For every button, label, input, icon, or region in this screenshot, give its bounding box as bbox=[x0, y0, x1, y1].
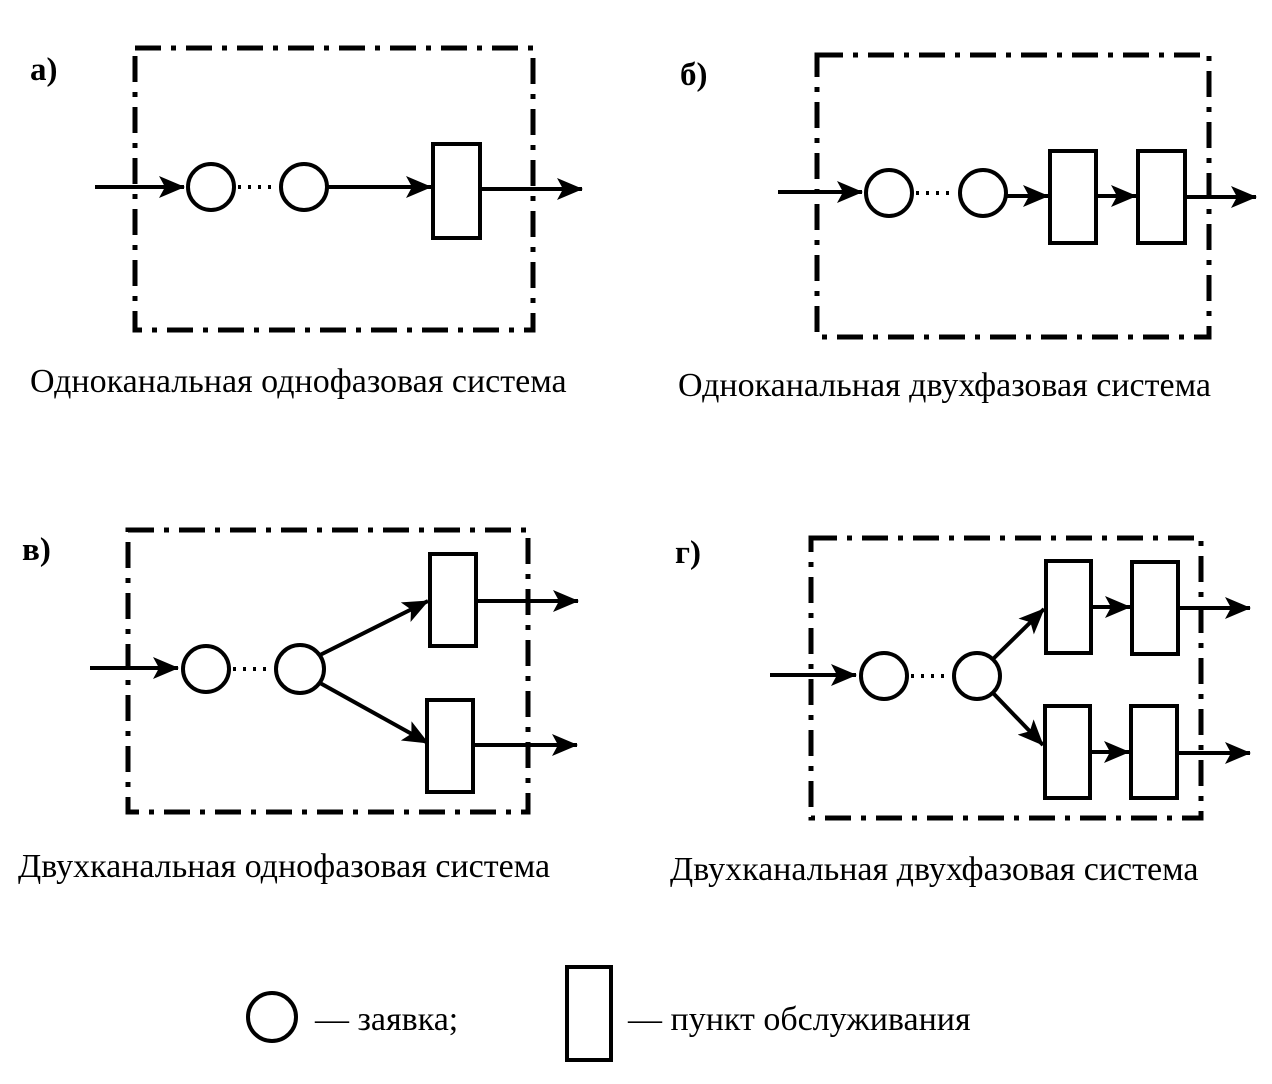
panel-g-caption: Двухканальная двухфазовая система bbox=[670, 851, 1198, 888]
panel-v-to-channel2-arrow bbox=[319, 681, 429, 745]
panel-g-service-point-channel-1-phase-2 bbox=[1130, 560, 1180, 656]
panel-g-to-channel2-arrow bbox=[991, 691, 1045, 747]
panel-b-letter: б) bbox=[680, 57, 708, 93]
legend-service-point-rect-icon bbox=[565, 965, 613, 1062]
legend-request-label: — заявка; bbox=[314, 1001, 458, 1038]
panel-g-letter: г) bbox=[675, 535, 701, 571]
panel-b-request-circle-1 bbox=[864, 168, 914, 218]
panel-a-request-circle-2 bbox=[279, 162, 329, 212]
panel-a-request-circle-1 bbox=[186, 162, 236, 212]
panel-g-request-circle-2 bbox=[952, 651, 1002, 701]
panel-v-request-circle-2 bbox=[274, 643, 326, 695]
legend-service-point-label: — пункт обслуживания bbox=[627, 1001, 971, 1038]
panel-v: в) Двухканальная однофазовая система bbox=[18, 527, 579, 885]
panel-b-request-circle-2 bbox=[958, 168, 1008, 218]
panel-v-request-circle-1 bbox=[181, 644, 231, 694]
legend-request-circle-icon bbox=[246, 991, 298, 1043]
panel-v-system-boundary bbox=[125, 527, 531, 815]
panel-g-service-point-channel-1-phase-1 bbox=[1044, 559, 1093, 655]
panel-b: б) Одноканальная двухфазовая система bbox=[678, 52, 1257, 404]
panel-v-service-point-channel-1 bbox=[428, 552, 478, 648]
panel-g: г) Двухканальная двухфазовая система bbox=[670, 535, 1251, 888]
panel-b-service-point-phase-1 bbox=[1048, 149, 1098, 245]
panel-v-caption: Двухканальная однофазовая система bbox=[18, 848, 550, 885]
panel-v-service-point-channel-2 bbox=[425, 698, 475, 794]
panel-a-caption: Одноканальная однофазовая система bbox=[30, 363, 567, 400]
panel-b-caption: Одноканальная двухфазовая система bbox=[678, 367, 1211, 404]
panel-a-system-boundary bbox=[132, 45, 536, 333]
panel-g-service-point-channel-2-phase-1 bbox=[1043, 704, 1092, 800]
panel-a-letter: а) bbox=[30, 52, 58, 88]
panel-a-service-point bbox=[431, 142, 482, 240]
panel-b-service-point-phase-2 bbox=[1136, 149, 1187, 245]
panel-g-system-boundary bbox=[808, 535, 1204, 821]
panel-g-service-point-channel-2-phase-2 bbox=[1129, 704, 1179, 800]
panel-g-to-channel1-arrow bbox=[991, 607, 1046, 661]
panel-a: а) Одноканальная однофазовая система bbox=[30, 45, 583, 400]
panel-v-to-channel1-arrow bbox=[319, 599, 429, 657]
panel-v-letter: в) bbox=[22, 532, 51, 568]
legend: — заявка; — пункт обслуживания bbox=[246, 965, 971, 1062]
panel-g-request-circle-1 bbox=[859, 651, 909, 701]
